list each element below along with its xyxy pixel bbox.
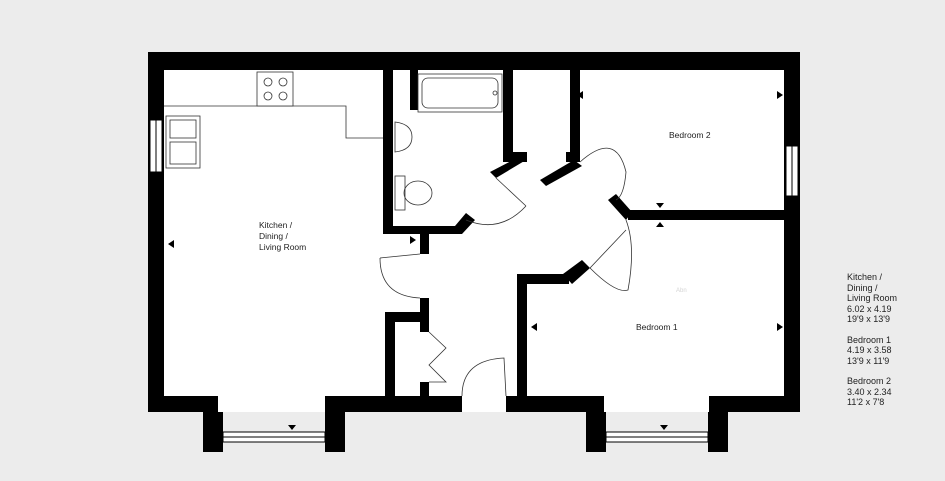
legend-bedroom1-name: Bedroom 1 <box>847 334 892 345</box>
legend-bedroom1-metric: 4.19 x 3.58 <box>847 345 892 355</box>
room-label-line: Living Room <box>259 242 307 252</box>
legend-kitchen-metric: 6.02 x 4.19 <box>847 303 892 314</box>
room-label-line: Dining / <box>259 231 288 241</box>
legend-bedroom2-imperial: 11'2 x 7'8 <box>847 397 885 407</box>
legend-bedroom2-name: Bedroom 2 <box>847 376 892 386</box>
door-swings <box>379 147 632 397</box>
room-label-kitchen: Kitchen / Dining / Living Room <box>259 220 306 253</box>
legend-bedroom2-metric: 3.40 x 2.34 <box>847 386 892 397</box>
dimension-markers <box>168 91 783 430</box>
legend-kitchen-name-1: Kitchen / <box>847 272 883 282</box>
faint-mark: Abn <box>676 288 687 294</box>
legend-kitchen-name-3: Living Room <box>847 293 898 303</box>
legend-bedroom1-imperial: 13'9 x 11'9 <box>847 355 890 366</box>
fixture-lines <box>164 71 503 211</box>
room-label-bedroom-1: Bedroom 1 <box>636 322 678 332</box>
windows <box>149 119 799 443</box>
legend-kitchen-name-2: Dining / <box>847 282 878 293</box>
room-label-line: Kitchen / <box>259 220 293 230</box>
room-dimensions-legend: Kitchen / Dining / Living Room 6.02 x 4.… <box>847 272 897 408</box>
room-label-bedroom-2: Bedroom 2 <box>669 130 711 140</box>
legend-kitchen-imperial: 19'9 x 13'9 <box>847 314 890 324</box>
